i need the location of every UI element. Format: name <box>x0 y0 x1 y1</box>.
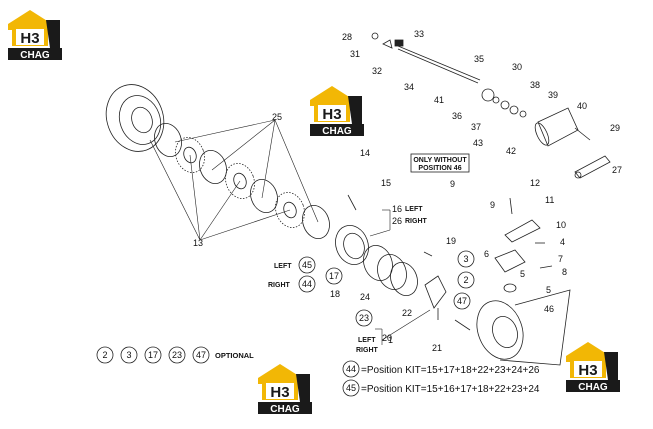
svg-text:15: 15 <box>381 178 391 188</box>
svg-text:12: 12 <box>530 178 540 188</box>
logo-center: H3 CHAG <box>310 86 364 137</box>
logo-bottom-center: H3 CHAG <box>258 364 312 415</box>
svg-text:25: 25 <box>272 112 282 122</box>
svg-text:H3: H3 <box>578 362 597 379</box>
svg-text:10: 10 <box>556 220 566 230</box>
svg-text:45: 45 <box>346 383 356 393</box>
svg-text:14: 14 <box>360 148 370 158</box>
svg-text:29: 29 <box>610 123 620 133</box>
svg-text:H3: H3 <box>322 106 341 123</box>
optional-legend: 2 3 17 23 47 OPTIONAL <box>96 346 254 364</box>
svg-text:23: 23 <box>359 313 369 323</box>
svg-text:4: 4 <box>560 237 565 247</box>
svg-text:46: 46 <box>544 304 554 314</box>
svg-text:43: 43 <box>473 138 483 148</box>
svg-text:OPTIONAL: OPTIONAL <box>215 351 254 360</box>
svg-text:POSITION 46: POSITION 46 <box>418 165 461 172</box>
svg-text:RIGHT: RIGHT <box>405 218 428 225</box>
svg-text:23: 23 <box>172 350 182 360</box>
svg-text:17: 17 <box>329 271 339 281</box>
svg-text:16: 16 <box>392 204 402 214</box>
svg-text:3: 3 <box>126 350 131 360</box>
svg-text:37: 37 <box>471 122 481 132</box>
svg-text:20: 20 <box>382 333 392 343</box>
logo-top-left: H3 CHAG <box>8 10 62 61</box>
svg-text:9: 9 <box>490 200 495 210</box>
svg-text:44: 44 <box>346 364 356 374</box>
svg-text:11: 11 <box>545 195 554 205</box>
svg-text:8: 8 <box>562 267 567 277</box>
svg-text:1: 1 <box>388 335 393 345</box>
note-box: ONLY WITHOUT POSITION 46 <box>410 153 470 173</box>
svg-text:CHAG: CHAG <box>20 50 50 61</box>
svg-text:33: 33 <box>414 29 424 39</box>
logo-bottom-right: H3 CHAG <box>566 342 620 393</box>
svg-text:32: 32 <box>372 66 382 76</box>
svg-text:24: 24 <box>360 292 370 302</box>
svg-text:LEFT: LEFT <box>405 206 423 213</box>
svg-text:17: 17 <box>148 350 158 360</box>
svg-text:30: 30 <box>512 62 522 72</box>
svg-text:21: 21 <box>432 343 442 353</box>
svg-text:38: 38 <box>530 80 540 90</box>
svg-text:5: 5 <box>520 269 525 279</box>
side-labels: LEFT RIGHT LEFT RIGHT LEFT RIGHT <box>268 206 428 354</box>
svg-text:47: 47 <box>196 350 206 360</box>
svg-text:LEFT: LEFT <box>274 263 292 270</box>
svg-text:CHAG: CHAG <box>270 404 300 415</box>
svg-text:44: 44 <box>302 279 312 289</box>
svg-text:ONLY WITHOUT: ONLY WITHOUT <box>413 157 467 164</box>
svg-text:13: 13 <box>193 238 203 248</box>
kit-legend: 44 =Position KIT=15+17+18+22+23+24+26 45… <box>342 360 540 397</box>
callout-labels: 1 5 4 5 6 7 8 9 9 10 11 12 13 14 15 16 2… <box>193 29 622 353</box>
circled-callout-labels: 3 2 47 45 44 17 23 <box>302 254 469 323</box>
part-drawings <box>105 32 611 366</box>
svg-text:2: 2 <box>102 350 107 360</box>
svg-text:CHAG: CHAG <box>578 382 608 393</box>
svg-text:3: 3 <box>463 254 468 264</box>
svg-text:47: 47 <box>457 296 467 306</box>
svg-text:=Position KIT=15+16+17+18+22+2: =Position KIT=15+16+17+18+22+23+24 <box>361 384 540 395</box>
svg-text:H3: H3 <box>20 30 39 47</box>
svg-text:40: 40 <box>577 101 587 111</box>
svg-text:CHAG: CHAG <box>322 126 352 137</box>
svg-text:27: 27 <box>612 165 622 175</box>
svg-text:35: 35 <box>474 54 484 64</box>
svg-text:19: 19 <box>446 236 456 246</box>
svg-text:6: 6 <box>484 249 489 259</box>
svg-text:36: 36 <box>452 111 462 121</box>
svg-text:H3: H3 <box>270 384 289 401</box>
svg-text:2: 2 <box>463 275 468 285</box>
svg-text:RIGHT: RIGHT <box>356 347 379 354</box>
svg-text:LEFT: LEFT <box>358 337 376 344</box>
svg-text:22: 22 <box>402 308 412 318</box>
svg-text:5: 5 <box>546 285 551 295</box>
svg-text:28: 28 <box>342 32 352 42</box>
svg-text:RIGHT: RIGHT <box>268 282 291 289</box>
svg-text:34: 34 <box>404 82 414 92</box>
svg-text:18: 18 <box>330 289 340 299</box>
svg-text:26: 26 <box>392 216 402 226</box>
circled-callouts <box>298 250 475 327</box>
leader-lines <box>149 119 431 345</box>
svg-text:39: 39 <box>548 90 558 100</box>
svg-text:=Position KIT=15+17+18+22+23+2: =Position KIT=15+17+18+22+23+24+26 <box>361 365 540 376</box>
svg-text:7: 7 <box>558 254 563 264</box>
svg-text:41: 41 <box>434 95 444 105</box>
svg-text:42: 42 <box>506 146 516 156</box>
svg-text:45: 45 <box>302 260 312 270</box>
svg-text:31: 31 <box>350 49 360 59</box>
svg-text:9: 9 <box>450 179 455 189</box>
